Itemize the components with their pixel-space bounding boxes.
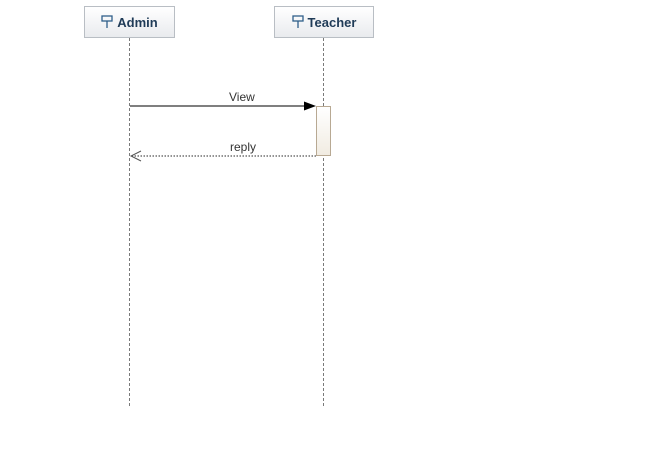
- message-label-reply: reply: [230, 140, 257, 154]
- lifeline-name-admin: Admin: [117, 14, 158, 30]
- message-arrow-view[interactable]: [130, 101, 316, 111]
- activation-bar-teacher[interactable]: [316, 106, 331, 156]
- message-arrow-reply[interactable]: [129, 150, 316, 162]
- lifeline-header-admin[interactable]: Admin: [84, 6, 175, 38]
- lifeline-header-teacher[interactable]: Teacher: [274, 6, 374, 38]
- lifeline-icon: [101, 15, 113, 29]
- message-label-view: View: [229, 90, 255, 104]
- lifeline-name-teacher: Teacher: [307, 14, 357, 30]
- lifeline-admin: [129, 38, 130, 406]
- lifeline-teacher: [323, 38, 324, 406]
- lifeline-icon: [291, 15, 304, 29]
